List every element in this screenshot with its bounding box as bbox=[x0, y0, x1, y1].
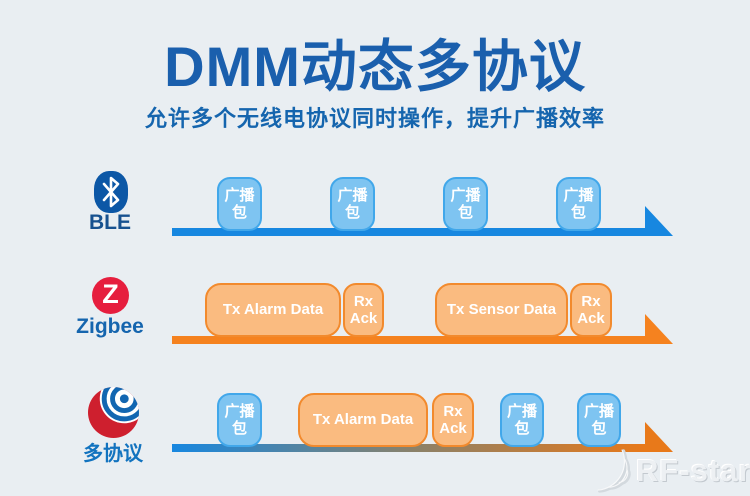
brand-watermark-text: RF-star bbox=[636, 453, 750, 488]
zigbee-timeline-arrowhead bbox=[645, 314, 673, 344]
ble-adv-packet-block: 广播包 bbox=[330, 177, 375, 231]
signal-waves-icon bbox=[597, 449, 631, 493]
multiprotocol-ball-icon bbox=[88, 387, 139, 438]
zigbee-z-glyph: Z bbox=[102, 279, 119, 309]
zigbee-icon: Z bbox=[92, 277, 129, 314]
bluetooth-icon bbox=[94, 171, 128, 213]
multi-rx-ack-block: Rx Ack bbox=[432, 393, 474, 447]
multi-adv-packet-block: 广播包 bbox=[500, 393, 544, 447]
zigbee-rx-ack-block: Rx Ack bbox=[570, 283, 612, 337]
ble-timeline-bar bbox=[172, 228, 645, 236]
row-label-ble: BLE bbox=[89, 211, 131, 234]
multi-tx-alarm-block: Tx Alarm Data bbox=[298, 393, 428, 447]
ble-timeline-arrowhead bbox=[645, 206, 673, 236]
multi-timeline-bar bbox=[172, 444, 645, 452]
row-label-multi-protocol: 多协议 bbox=[83, 443, 143, 465]
ble-adv-packet-block: 广播包 bbox=[556, 177, 601, 231]
brand-watermark: RF-star bbox=[592, 448, 750, 494]
page-subtitle: 允许多个无线电协议同时操作，提升广播效率 bbox=[144, 106, 605, 131]
page-title: DMM动态多协议 bbox=[164, 35, 586, 98]
row-label-zigbee: Zigbee bbox=[76, 315, 144, 338]
ble-adv-packet-block: 广播包 bbox=[443, 177, 488, 231]
multi-adv-packet-block: 广播包 bbox=[217, 393, 262, 447]
multi-adv-packet-block: 广播包 bbox=[577, 393, 621, 447]
zigbee-tx-sensor-block: Tx Sensor Data bbox=[435, 283, 568, 337]
ble-adv-packet-block: 广播包 bbox=[217, 177, 262, 231]
zigbee-rx-ack-block: Rx Ack bbox=[343, 283, 384, 337]
multi-timeline-arrowhead bbox=[645, 422, 673, 452]
zigbee-tx-alarm-block: Tx Alarm Data bbox=[205, 283, 341, 337]
zigbee-timeline-bar bbox=[172, 336, 645, 344]
